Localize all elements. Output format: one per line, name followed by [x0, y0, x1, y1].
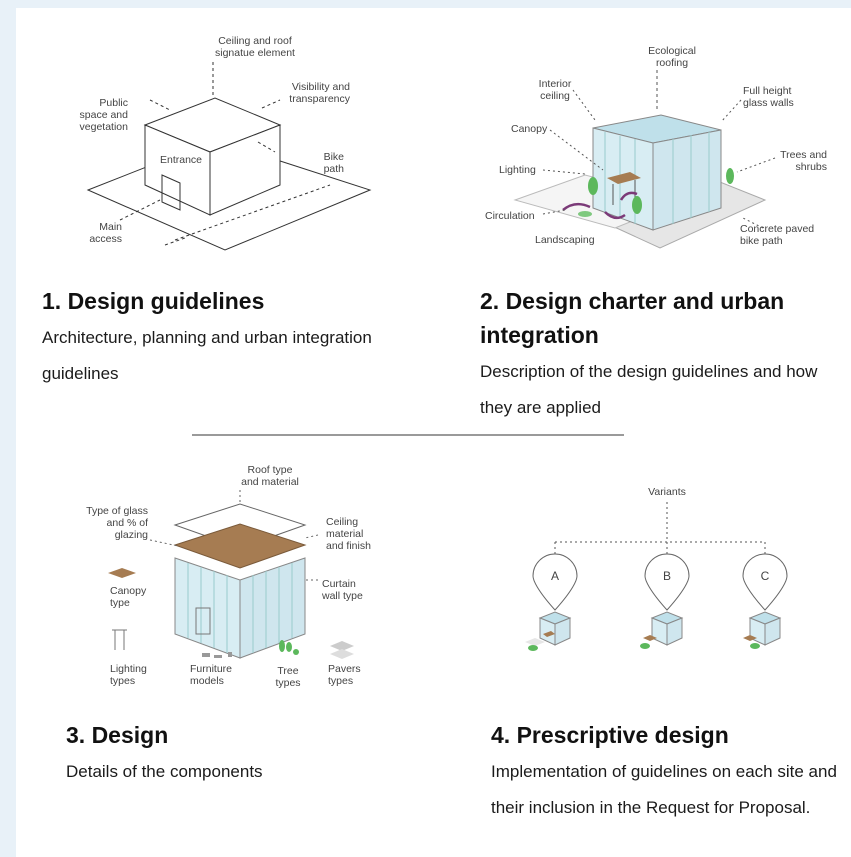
title-prescriptive-design: 4. Prescriptive design — [491, 722, 729, 748]
label-variant-c: C — [761, 569, 770, 583]
title-design-guidelines: 1. Design guidelines — [42, 288, 265, 314]
section-divider — [192, 434, 624, 436]
title-design: 3. Design — [66, 722, 169, 748]
variant-b-building — [640, 611, 684, 649]
panel-prescriptive-design: Variants A B C 4. Prescriptive design Im… — [425, 440, 851, 857]
label-lighting: Lighting — [499, 164, 536, 176]
diagram-prescriptive-design: Variants A B C — [525, 486, 788, 651]
label-circulation: Circulation — [485, 210, 535, 222]
title-design-charter: 2. Design charter and urban integration — [480, 288, 785, 348]
description-prescriptive-design: Implementation of guidelines on each sit… — [491, 762, 837, 817]
description-design: Details of the components — [66, 762, 263, 781]
label-entrance: Entrance — [160, 154, 202, 166]
variant-c-pin — [742, 553, 788, 611]
variant-a-pin — [532, 553, 578, 611]
variant-b-pin — [644, 553, 690, 611]
label-variants: Variants — [648, 486, 686, 498]
description-design-guidelines: Architecture, planning and urban integra… — [42, 328, 372, 383]
label-landscaping: Landscaping — [535, 234, 595, 246]
label-variant-b: B — [663, 569, 671, 583]
label-canopy: Canopy — [511, 123, 548, 135]
label-variant-a: A — [551, 569, 559, 583]
variant-c-building — [743, 611, 782, 649]
variant-a-building — [525, 611, 572, 651]
description-design-charter: Description of the design guidelines and… — [480, 362, 818, 417]
